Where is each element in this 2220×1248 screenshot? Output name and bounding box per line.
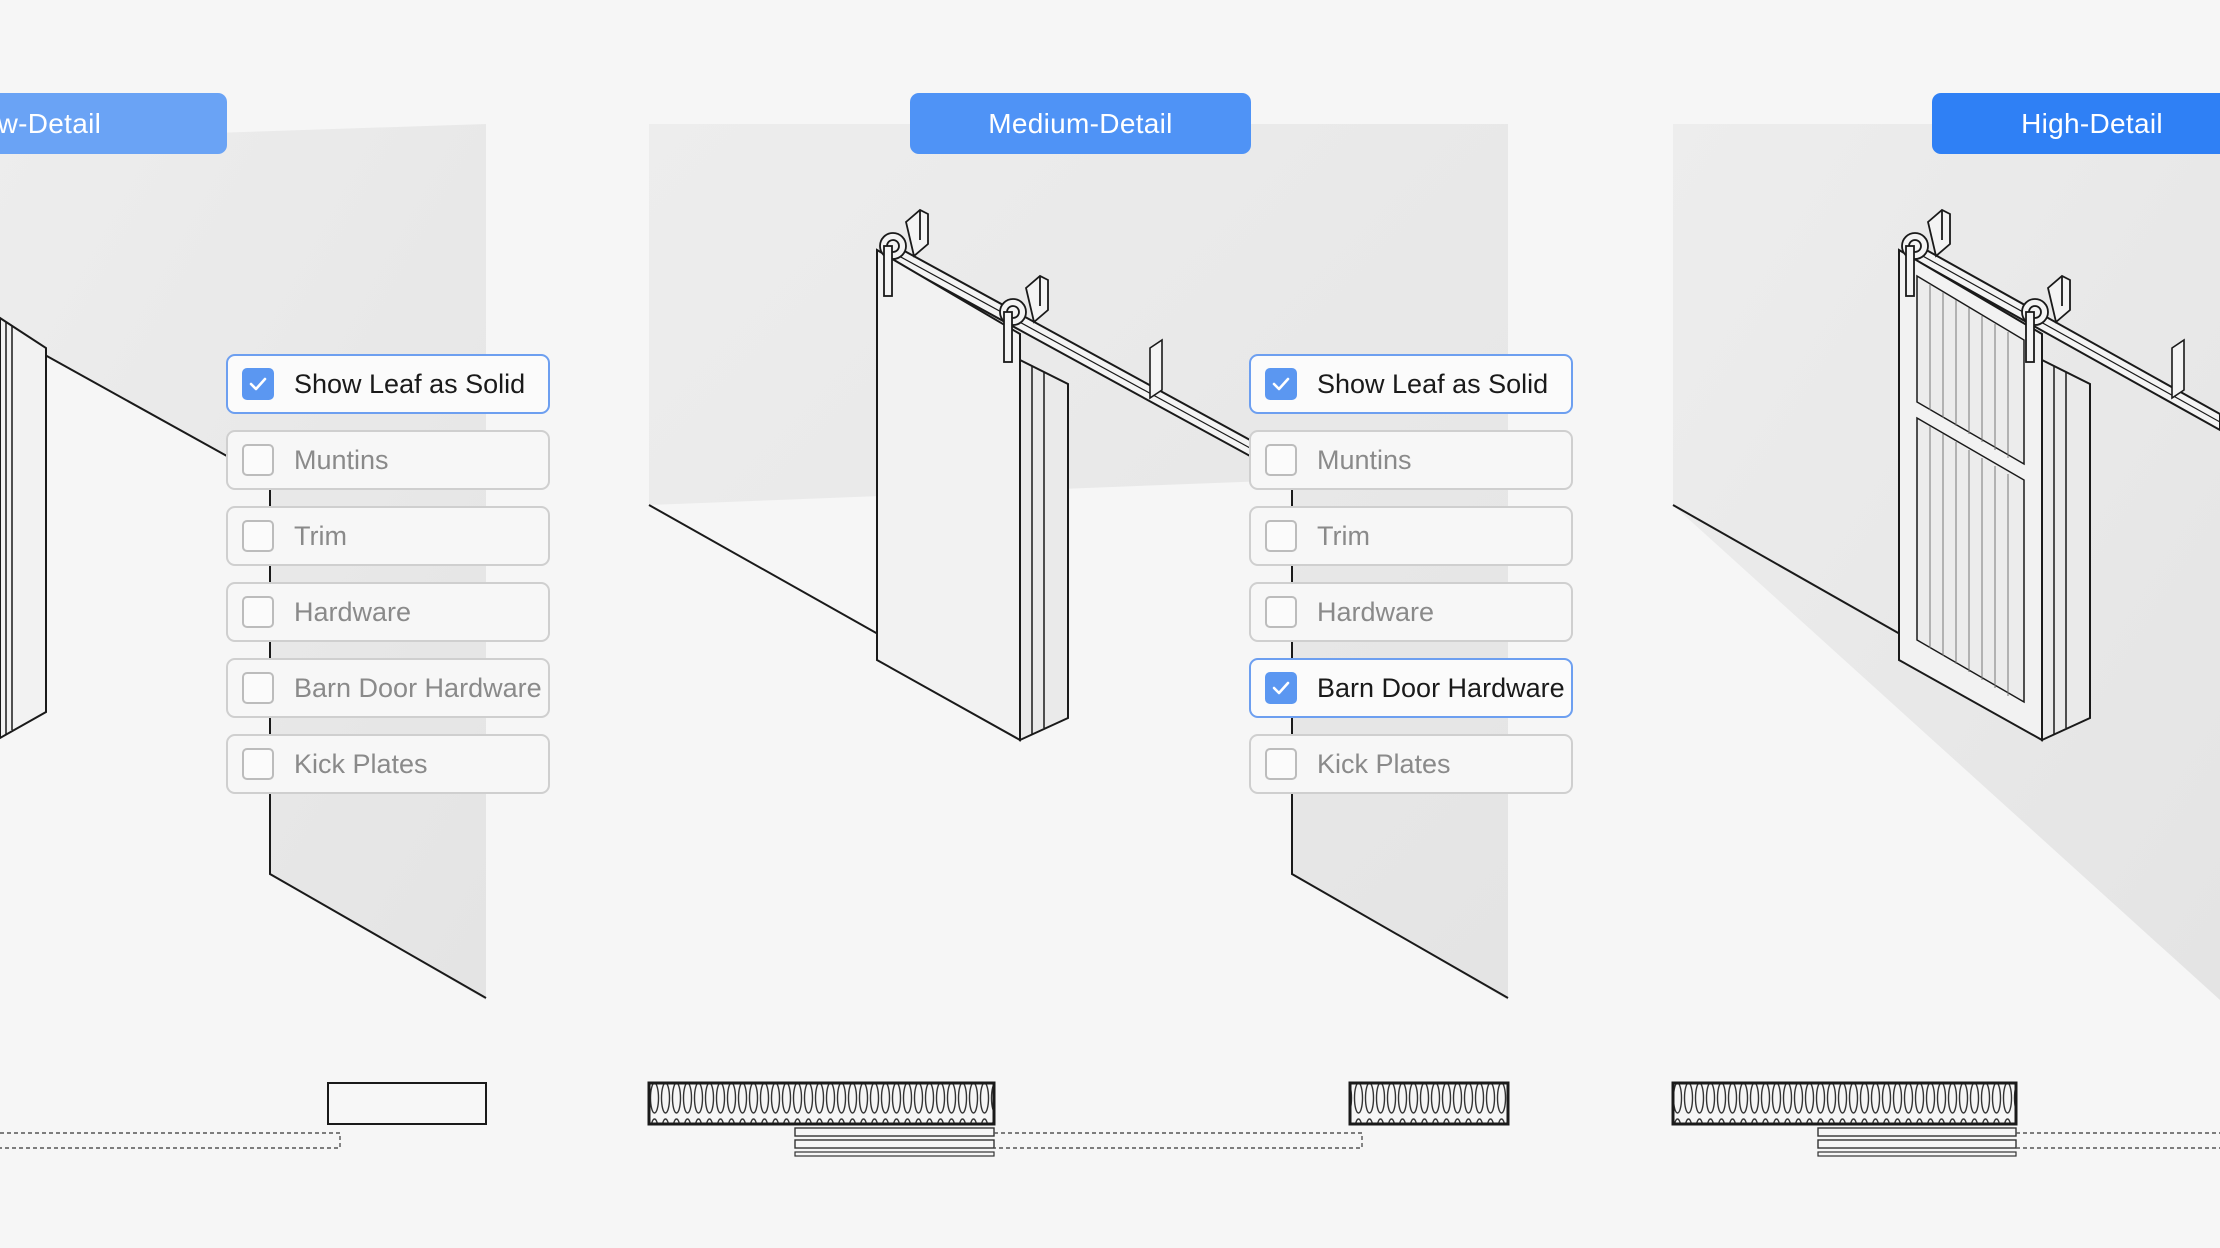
checkbox[interactable]: [242, 672, 274, 704]
option-label: Show Leaf as Solid: [294, 368, 526, 399]
low-detail-badge: Low-Detail: [0, 93, 227, 154]
option-label: Muntins: [294, 444, 389, 475]
checkbox[interactable]: [1265, 672, 1297, 704]
door-hanger-left: [879, 208, 929, 297]
high-detail-badge: High-Detail: [1932, 93, 2220, 154]
option-label: Kick Plates: [294, 748, 428, 779]
option-label: Muntins: [1317, 444, 1412, 475]
checkbox[interactable]: [242, 368, 274, 400]
high-detail-drawing: [1671, 124, 2220, 1157]
medium-detail-options: Show Leaf as Solid Muntins Trim Hardware…: [1249, 354, 1573, 810]
option-label: Trim: [1317, 520, 1370, 551]
badge-label: Low-Detail: [0, 107, 102, 139]
low-detail-options: Show Leaf as Solid Muntins Trim Hardware…: [226, 354, 550, 810]
door-hanger-right: [999, 274, 1049, 363]
checkmark-icon: [1272, 377, 1290, 391]
option-barn-door-hardware[interactable]: Barn Door Hardware: [1249, 658, 1573, 718]
option-muntins[interactable]: Muntins: [1249, 430, 1573, 490]
plan-view: [647, 1081, 1510, 1157]
badge-label: High-Detail: [2021, 107, 2163, 139]
plan-door-swing-dashed: [0, 1132, 341, 1149]
option-label: Hardware: [1317, 596, 1435, 627]
door-hanger-left: [1901, 208, 1951, 297]
option-hardware[interactable]: Hardware: [226, 582, 550, 642]
badge-label: Medium-Detail: [988, 107, 1173, 139]
door-leaf: [876, 248, 1069, 742]
door-leaf-edge: [0, 316, 47, 740]
option-label: Trim: [294, 520, 347, 551]
option-hardware[interactable]: Hardware: [1249, 582, 1573, 642]
option-show-leaf-as-solid[interactable]: Show Leaf as Solid: [226, 354, 550, 414]
option-muntins[interactable]: Muntins: [226, 430, 550, 490]
plan-view: [1671, 1081, 2220, 1157]
checkbox[interactable]: [242, 520, 274, 552]
door-hanger-right: [2021, 274, 2071, 363]
checkbox[interactable]: [242, 444, 274, 476]
checkbox[interactable]: [242, 596, 274, 628]
option-label: Hardware: [294, 596, 412, 627]
checkbox[interactable]: [1265, 444, 1297, 476]
checkbox[interactable]: [1265, 368, 1297, 400]
checkbox[interactable]: [1265, 748, 1297, 780]
option-label: Kick Plates: [1317, 748, 1451, 779]
option-show-leaf-as-solid[interactable]: Show Leaf as Solid: [1249, 354, 1573, 414]
option-label: Show Leaf as Solid: [1317, 368, 1549, 399]
option-label: Barn Door Hardware: [294, 672, 542, 703]
checkbox[interactable]: [242, 748, 274, 780]
option-kick-plates[interactable]: Kick Plates: [226, 734, 550, 794]
checkbox[interactable]: [1265, 596, 1297, 628]
option-kick-plates[interactable]: Kick Plates: [1249, 734, 1573, 794]
option-label: Barn Door Hardware: [1317, 672, 1565, 703]
option-barn-door-hardware[interactable]: Barn Door Hardware: [226, 658, 550, 718]
option-trim[interactable]: Trim: [1249, 506, 1573, 566]
door-leaf: [1898, 248, 2091, 742]
option-trim[interactable]: Trim: [226, 506, 550, 566]
plan-wall-section: [327, 1082, 487, 1125]
checkbox[interactable]: [1265, 520, 1297, 552]
floor-edge-line: [1672, 504, 1901, 635]
checkmark-icon: [1272, 681, 1290, 695]
checkmark-icon: [249, 377, 267, 391]
floor-edge-line: [648, 504, 879, 635]
medium-detail-badge: Medium-Detail: [910, 93, 1251, 154]
